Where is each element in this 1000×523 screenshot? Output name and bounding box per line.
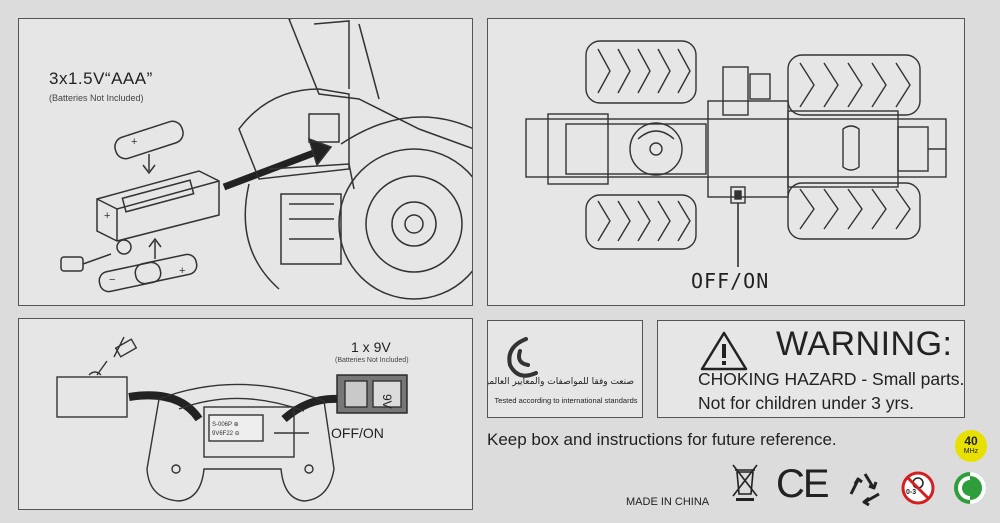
9v-battery-label: 9V <box>380 394 394 409</box>
battery-spec-note: (Batteries Not Included) <box>49 93 144 103</box>
warning-line-1: CHOKING HAZARD - Small parts. <box>698 369 965 389</box>
battery-holder-icon <box>96 170 220 242</box>
keep-box-text: Keep box and instructions for future ref… <box>487 430 837 449</box>
standards-arabic-text: صنعت وفقا للمواصفات والمعايير العالمية <box>487 377 634 387</box>
tractor-top-view-illustration <box>525 40 947 267</box>
standards-english-text: Tested according to international standa… <box>494 396 638 405</box>
warning-box: WARNING: CHOKING HAZARD - Small parts. N… <box>657 320 965 418</box>
svg-text:−: − <box>109 274 115 286</box>
svg-text:+: + <box>179 265 185 277</box>
made-in-label: MADE IN CHINA <box>626 496 710 508</box>
ce-mark: CE <box>776 462 830 506</box>
age-restriction-icon: 0-3 <box>900 470 936 506</box>
green-dot-icon <box>954 472 986 504</box>
remote-battery-title: 1 x 9V <box>351 339 391 355</box>
frequency-value: 40 <box>964 434 978 448</box>
chip-text-1: S-006P ⊕ <box>212 422 239 428</box>
chip-text-2: 9V6F22 ⊖ <box>212 431 240 437</box>
frequency-badge: 40 MHz <box>955 430 987 462</box>
screw-icon <box>60 239 132 272</box>
rear-right-tire <box>787 182 921 240</box>
age-restriction-label: 0-3 <box>906 489 917 496</box>
remote-battery-panel: 1 x 9V (Batteries Not Included) <box>18 318 473 510</box>
remote-switch-label: OFF/ON <box>331 425 384 441</box>
remote-control-illustration: 9V S-006P ⊕ 9V6F22 ⊖ <box>56 336 408 502</box>
front-right-tire <box>585 194 697 250</box>
tractor-rear-illustration <box>238 19 472 300</box>
switch-icon <box>730 186 746 204</box>
switch-label: OFF/ON <box>691 269 770 293</box>
weee-bin-icon <box>732 464 758 501</box>
battery-spec-title: 3x1.5V“AAA” <box>49 69 153 88</box>
front-left-tire <box>585 40 697 104</box>
remote-battery-note: (Batteries Not Included) <box>335 357 409 364</box>
battery-icon <box>114 120 184 160</box>
frequency-unit: MHz <box>963 448 979 455</box>
svg-text:+: + <box>104 210 110 222</box>
battery-install-panel: 3x1.5V“AAA” (Batteries Not Included) <box>18 18 473 306</box>
standards-logo-icon <box>507 337 538 378</box>
9v-battery-icon <box>336 374 408 414</box>
svg-text:+: + <box>131 136 137 148</box>
aaa-battery-illustration: + − + + <box>60 19 472 300</box>
recycle-icon <box>849 473 880 506</box>
warning-title: WARNING: <box>776 325 953 363</box>
warning-line-2: Not for children under 3 yrs. <box>698 393 914 413</box>
rear-left-tire <box>787 54 921 116</box>
warning-triangle-icon <box>700 331 748 371</box>
switch-location-panel: OFF/ON <box>487 18 965 306</box>
standards-box: صنعت وفقا للمواصفات والمعايير العالمية T… <box>487 320 643 418</box>
